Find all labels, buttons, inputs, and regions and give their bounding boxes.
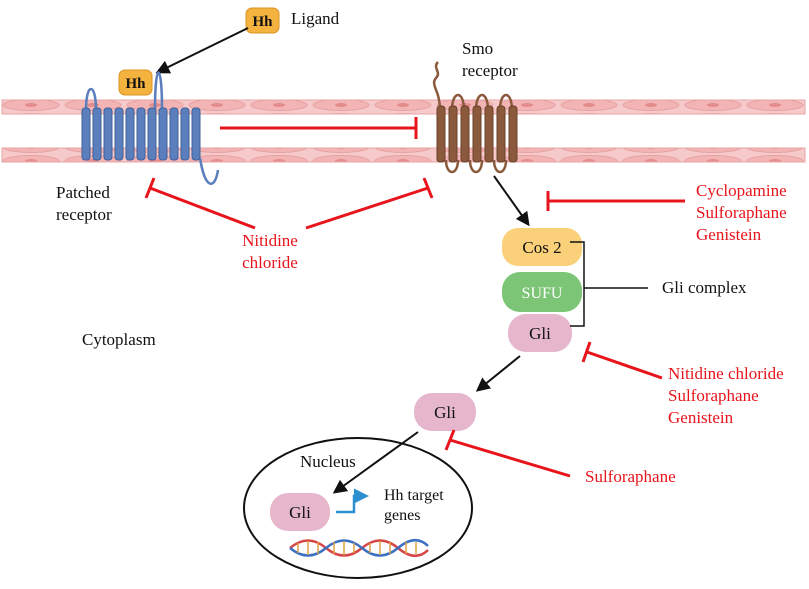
sufu-label: SUFU: [522, 285, 563, 302]
patched-receptor: Hh: [81, 69, 220, 185]
ligand-label: Ligand: [291, 9, 340, 28]
inhibitor-cyclopamine: Cyclopamine: [696, 181, 787, 200]
complex-bracket: [570, 241, 585, 327]
ligand-binding-arrow: [155, 27, 249, 74]
cos2-node: [502, 228, 582, 266]
cell-membrane: [1, 99, 806, 163]
smo-label-line1: Smo: [462, 39, 493, 58]
nuclear-gli-inhibitor-line: [444, 429, 571, 478]
cos2-label: Cos 2: [522, 238, 561, 257]
inhibitor-sulforaphane-1: Sulforaphane: [696, 203, 787, 222]
target-genes-line1: Hh target: [384, 487, 444, 504]
ligand-badge-text: Hh: [252, 14, 273, 30]
patched-inhibits-smo: [220, 117, 418, 139]
sufu-node: [502, 272, 582, 312]
gli-complex: Cos 2 SUFU Gli: [502, 228, 648, 352]
nitidine-label-line1: Nitidine: [242, 231, 298, 250]
smo-inhibitor-line: [546, 191, 685, 211]
nitidine-label-line2: chloride: [242, 253, 298, 272]
cytoplasm-label: Cytoplasm: [82, 330, 156, 349]
nuclear-gli-node: [270, 493, 330, 531]
free-gli-node: [414, 393, 476, 431]
nuclear-gli-label: Gli: [289, 503, 311, 522]
inhibitor-genistein-2: Genistein: [668, 408, 734, 427]
gli-complex-inhibitor-line: [581, 341, 663, 380]
nucleus-label: Nucleus: [300, 452, 356, 471]
patched-hh-badge-text: Hh: [125, 76, 146, 92]
gli-complex-label: Gli complex: [662, 278, 747, 297]
nucleus: Nucleus Gli Hh target genes: [243, 431, 473, 579]
smo-activation-arrow: [493, 175, 530, 227]
transcription-arrow: [336, 488, 369, 514]
inhibitor-sulforaphane-2: Sulforaphane: [668, 386, 759, 405]
gli-translocation-arrow: [332, 431, 419, 494]
smo-label-line2: receptor: [462, 61, 518, 80]
nitidine-inhibition: [144, 177, 434, 230]
ligand: Hh Ligand: [245, 7, 340, 34]
complex-gli-label: Gli: [529, 324, 551, 343]
inhibitor-sulforaphane-3: Sulforaphane: [585, 467, 676, 486]
complex-gli-node: [508, 314, 572, 352]
target-genes-line2: genes: [384, 507, 420, 524]
membrane-inner-layer: [1, 147, 806, 163]
free-gli-label: Gli: [434, 403, 456, 422]
gli-release-arrow: [475, 355, 521, 392]
patched-label-line1: Patched: [56, 183, 110, 202]
dna-helix: [289, 539, 429, 557]
membrane-outer-layer: [1, 99, 806, 115]
patched-label-line2: receptor: [56, 205, 112, 224]
ligand-badge: [245, 7, 280, 34]
smo-receptor: [432, 61, 518, 174]
nucleus-membrane: [243, 437, 473, 579]
patched-hh-badge: [118, 69, 153, 96]
inhibitor-nitidine-chloride: Nitidine chloride: [668, 364, 784, 383]
inhibitor-genistein-1: Genistein: [696, 225, 762, 244]
